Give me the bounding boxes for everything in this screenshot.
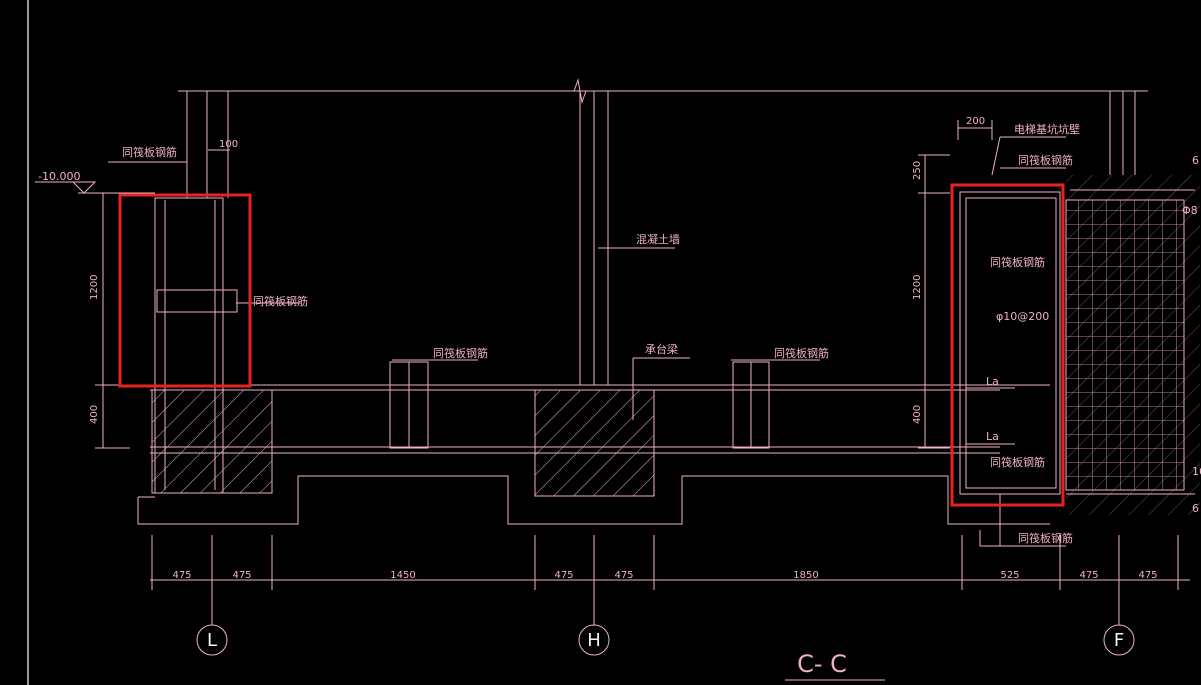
pile-cap-left [151, 389, 273, 494]
label-pile-cap-beam: 承台梁 [645, 342, 678, 356]
right-pit-hatch [1066, 175, 1200, 515]
section-title: C- C [797, 650, 847, 678]
axis-circle-F [1103, 624, 1135, 656]
label-slab-rebar-mid-right: 同筏板钢筋 [774, 346, 829, 360]
dim-475-4: 475 [614, 570, 633, 581]
dim-200: 200 [966, 116, 985, 127]
axis-circle-H [578, 624, 610, 656]
highlight-box-left [118, 193, 252, 388]
dim-1850: 1850 [793, 570, 818, 581]
label-lap-length-upper: La [986, 375, 999, 388]
label-right-edge-1: 6 [1192, 154, 1199, 167]
elevation-mark: -10.000 [38, 170, 80, 183]
label-right-edge-2: Φ8 [1182, 204, 1198, 217]
dim-475-6: 475 [1138, 570, 1157, 581]
label-slab-rebar-top-left: 同筏板钢筋 [122, 145, 177, 159]
axis-label-F: F [1114, 630, 1124, 651]
axis-label-L: L [207, 630, 217, 651]
dim-1450: 1450 [390, 570, 415, 581]
label-slab-rebar-right-bottom: 同筏板钢筋 [990, 455, 1045, 469]
label-slab-rebar-right-mid: 同筏板钢筋 [990, 255, 1045, 269]
label-right-edge-4: 6 [1192, 502, 1199, 515]
label-rebar-spec: φ10@200 [996, 310, 1049, 323]
dim-475-1: 475 [172, 570, 191, 581]
label-slab-rebar-bottom: 同筏板钢筋 [1018, 531, 1073, 545]
highlight-box-right [950, 183, 1065, 507]
label-right-edge-3: 16 [1192, 465, 1201, 478]
dim-475-3: 475 [554, 570, 573, 581]
label-slab-rebar-left-wall: 同筏板钢筋 [253, 294, 308, 308]
label-lap-length-lower: La [986, 430, 999, 443]
dim-250: 250 [912, 161, 923, 180]
axis-label-H: H [587, 630, 601, 651]
dim-1200-right: 1200 [912, 275, 923, 300]
dim-400-right: 400 [912, 405, 923, 424]
dim-1200-left: 1200 [89, 275, 100, 300]
dim-100: 100 [219, 139, 238, 150]
pile-cap-middle [534, 389, 655, 497]
dim-525: 525 [1000, 570, 1019, 581]
axis-circle-L [196, 624, 228, 656]
label-slab-rebar-mid-left: 同筏板钢筋 [433, 346, 488, 360]
structure-lines [35, 78, 1195, 681]
label-elevator-pit-wall: 电梯基坑坑壁 [1014, 122, 1080, 136]
dim-475-2: 475 [232, 570, 251, 581]
dim-400-left: 400 [89, 405, 100, 424]
label-concrete-wall: 混凝土墙 [636, 232, 680, 246]
label-slab-rebar-right-top: 同筏板钢筋 [1018, 153, 1073, 167]
dim-475-5: 475 [1079, 570, 1098, 581]
